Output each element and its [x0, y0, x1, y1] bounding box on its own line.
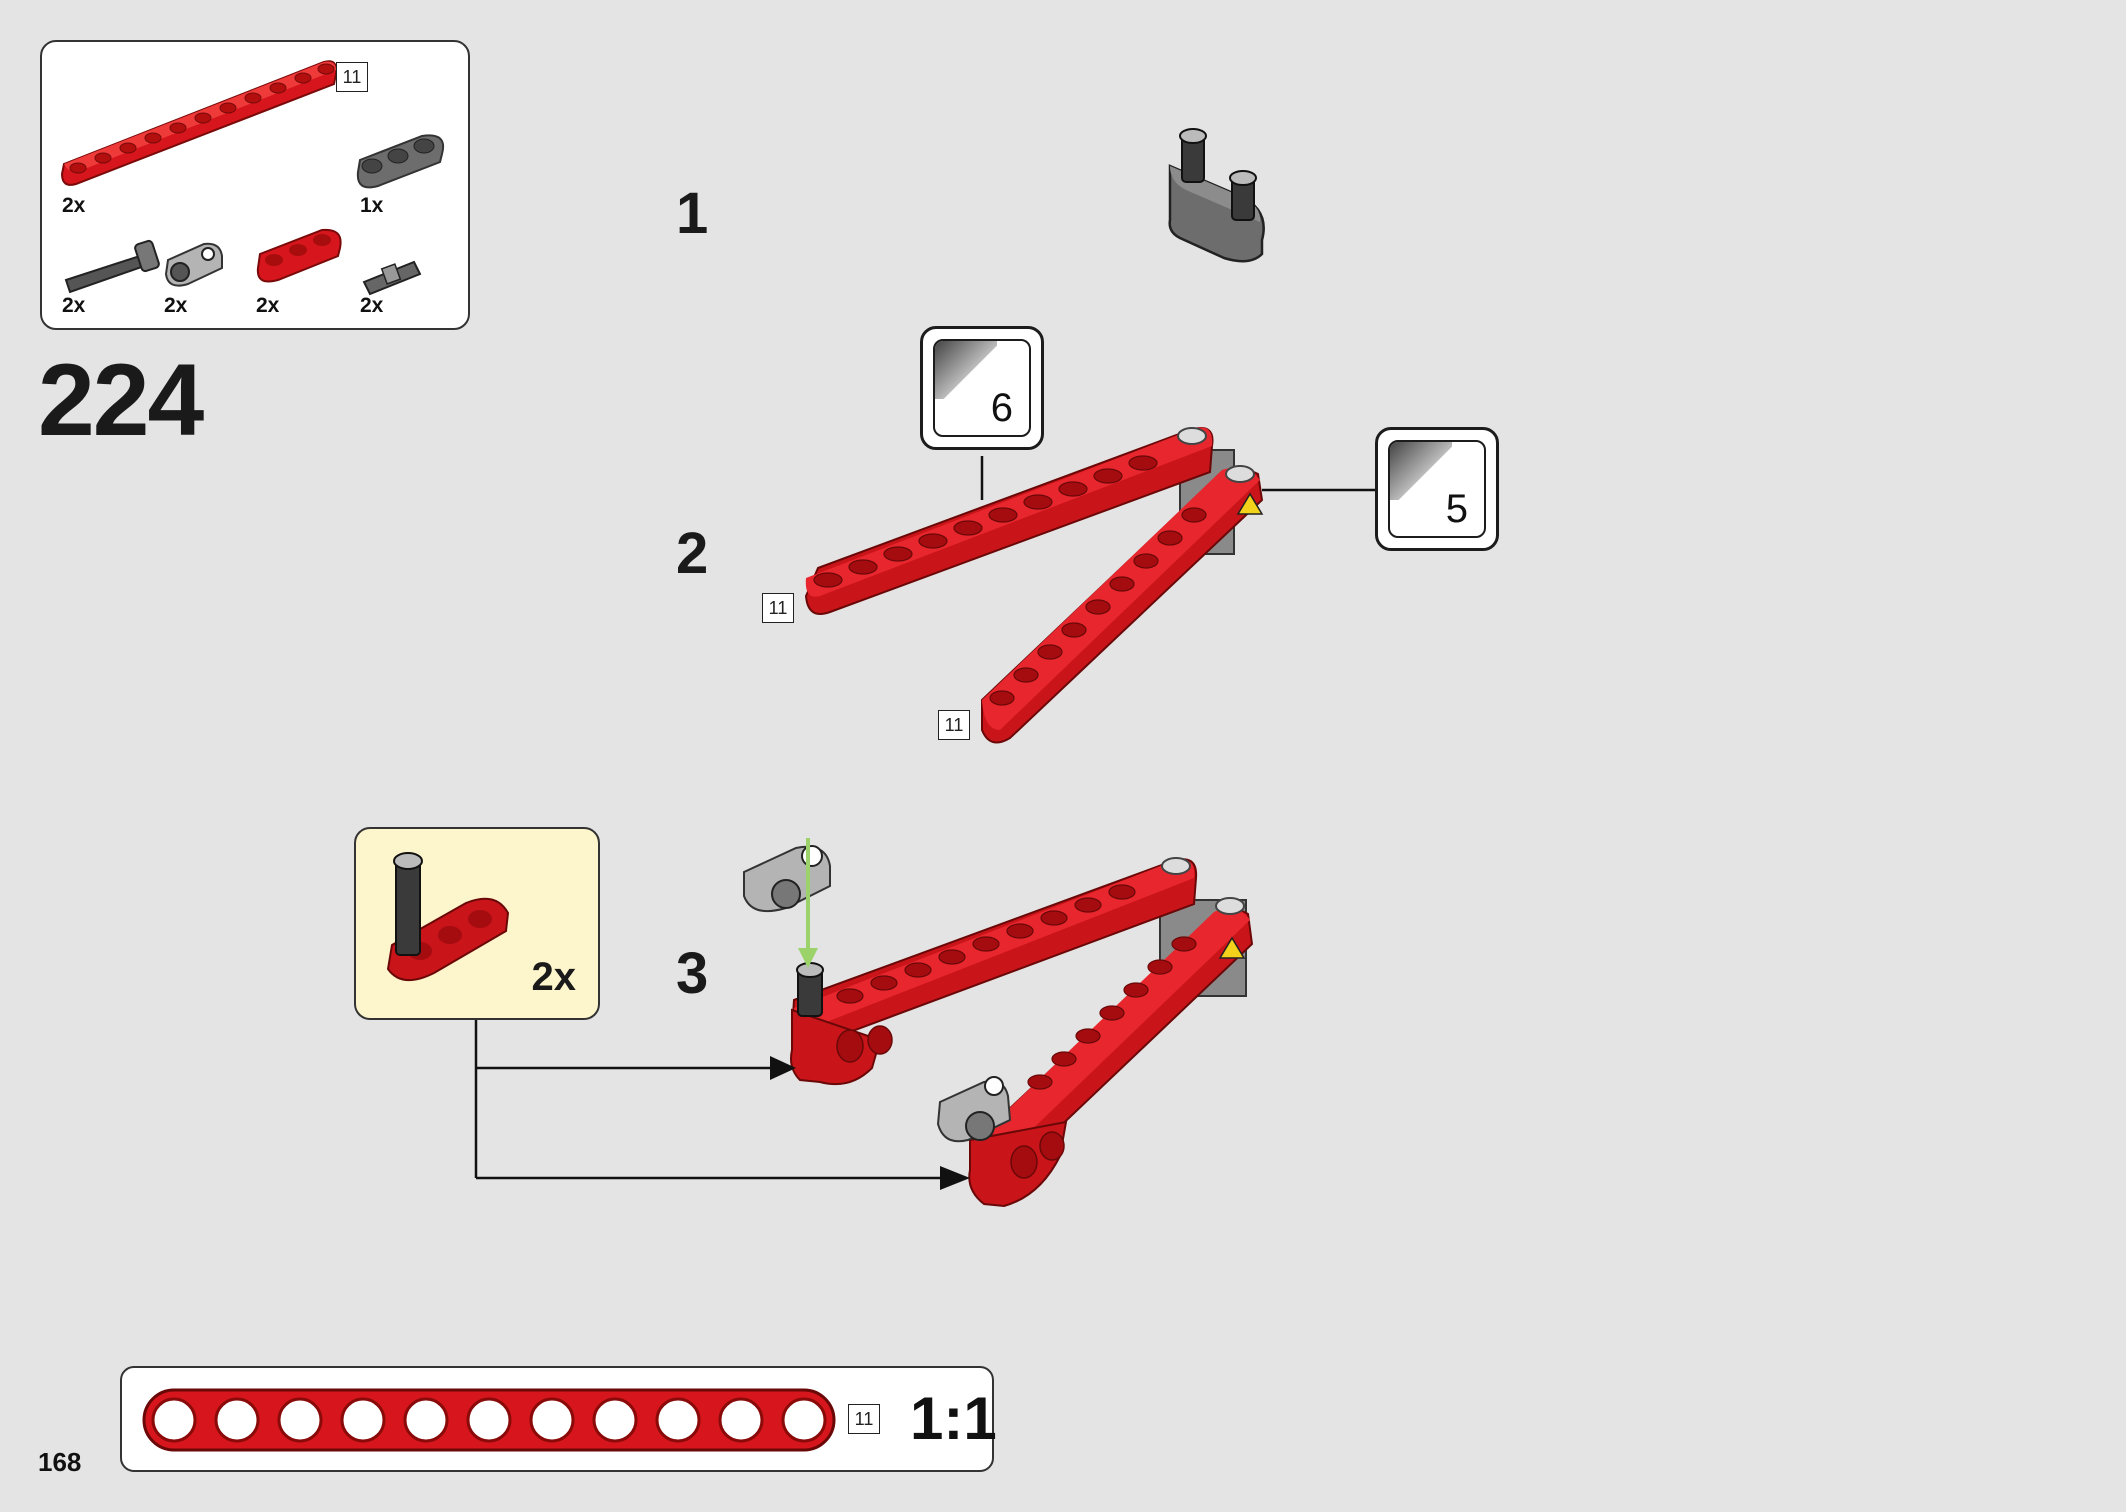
parts-list-art [60, 60, 444, 296]
qty-red-beam-11: 2x [62, 194, 86, 217]
arrow-to-lower-arm [940, 1166, 970, 1190]
red-beam-3-icon [256, 228, 342, 283]
parts-list: 11 2x 1x 2x 2x 2x 2x [40, 40, 470, 330]
beam-length-label: 11 [336, 62, 368, 92]
sticker-number: 5 [1445, 487, 1468, 531]
qty-axle-pin: 2x [62, 294, 86, 317]
scale-beam-icon [142, 1388, 836, 1452]
scale-beam-label: 11 [848, 1404, 880, 1434]
sticker-number: 6 [990, 386, 1013, 430]
substep-1-label: 1 [676, 181, 709, 246]
qty-grey-beam-3: 1x [360, 194, 384, 217]
qty-cross-block: 2x [164, 294, 188, 317]
substep-3-label: 3 [676, 941, 709, 1006]
subassembly-art [386, 852, 510, 981]
sticker-icon [1390, 442, 1452, 500]
red-beam-11-icon [60, 60, 338, 186]
axle-pin-icon [64, 239, 160, 294]
step3-arms [790, 857, 1254, 1208]
scale-reference: 11 1:1 [120, 1366, 997, 1472]
sticker-callout-6: 6 [920, 326, 1044, 450]
cross-block-icon [164, 242, 223, 287]
qty-red-beam-3: 2x [256, 294, 280, 317]
pin-connector-icon [362, 260, 422, 296]
beam-label-lower: 11 [938, 710, 970, 740]
subassembly-qty: 2x [531, 955, 577, 999]
grey-beam-3-icon [356, 134, 444, 189]
step1-grey-beam-with-pins [1168, 128, 1265, 263]
subassembly-callout: 2x [354, 827, 600, 1020]
step2-arms [804, 427, 1376, 744]
sticker-icon [935, 341, 997, 399]
arrow-to-upper-arm [770, 1056, 796, 1080]
step-number: 224 [38, 343, 204, 457]
step3-cross-block-insert [743, 838, 831, 968]
substep-2-label: 2 [676, 521, 709, 586]
scale-ratio: 1:1 [910, 1385, 997, 1452]
page-number: 168 [38, 1447, 82, 1477]
sticker-callout-5: 5 [1375, 427, 1499, 551]
qty-pin-connector: 2x [360, 294, 384, 317]
beam-label-upper: 11 [762, 593, 794, 623]
callout-lines [474, 1020, 952, 1180]
